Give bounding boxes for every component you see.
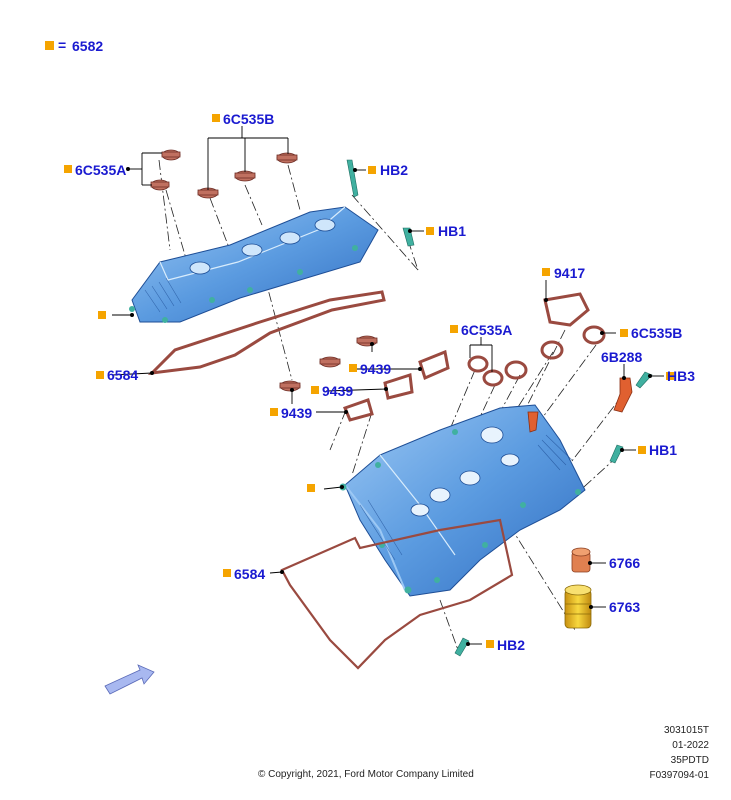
label-6c535b-mid: 6C535B [631,325,682,341]
legend-code: 6582 [72,38,103,54]
label-6584-bottom: 6584 [234,566,265,582]
leader-lines [111,126,664,645]
label-6c535b-top: 6C535B [223,111,274,127]
label-9439-c: 9439 [281,405,312,421]
legend: = 6582 [45,37,103,54]
pcv-valve-6763 [564,584,592,629]
legend-equals: = [58,37,66,53]
label-hb1-mid: HB1 [649,442,677,458]
label-hb2-top: HB2 [380,162,408,178]
reference-codes: 3031015T 01-2022 35PDTD F0397094-01 [650,723,710,783]
label-6763: 6763 [609,599,640,615]
ref-code-4: F0397094-01 [649,770,710,781]
label-6766: 6766 [609,555,640,571]
upper-bolts [129,245,358,323]
leader-dots [126,167,652,646]
label-hb3: HB3 [667,368,695,384]
ref-code-3: 35PDTD [670,755,709,766]
label-6584-top: 6584 [107,367,138,383]
label-9439-a: 9439 [360,361,391,377]
label-6c535a-mid: 6C535A [461,322,512,338]
front-direction-arrow-icon [104,664,155,695]
legend-marker-icon [45,41,54,50]
copyright-notice: © Copyright, 2021, Ford Motor Company Li… [258,769,474,780]
callout-markers [64,114,674,648]
connector-6b288 [527,377,633,433]
ref-code-1: 3031015T [663,725,709,736]
label-6b288: 6B288 [601,349,642,365]
upper-valve-cover [129,206,379,323]
upper-cover-gasket [147,290,386,376]
label-hb1-top: HB1 [438,223,466,239]
oil-filler-cap-6766 [571,547,591,573]
label-hb2-bottom: HB2 [497,637,525,653]
lower-cover-gasket [280,518,514,670]
label-9417: 9417 [554,265,585,281]
label-6c535a-top: 6C535A [75,162,126,178]
o-rings [343,292,606,422]
ref-code-2: 01-2022 [672,740,709,751]
label-9439-b: 9439 [322,383,353,399]
lower-valve-cover [339,404,586,597]
